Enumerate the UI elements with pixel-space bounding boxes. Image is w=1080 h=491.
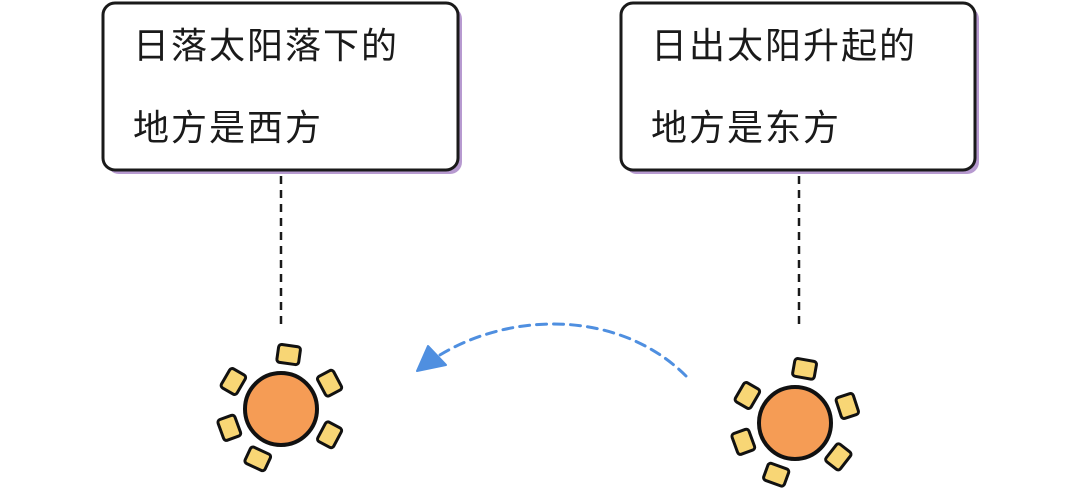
motion-arrow-head (416, 345, 447, 372)
sun-disc (243, 371, 319, 447)
sun-rays (730, 357, 860, 488)
sun-icon (730, 357, 860, 488)
sunset-text-line-1: 日落太阳落下的 (133, 26, 399, 67)
sun-disc (757, 385, 833, 461)
curved-arrow-icon (416, 322, 688, 378)
sun-icon (216, 342, 344, 473)
sunrise-box (619, 1, 977, 172)
sunrise-callout: 日出太阳升起的 地方是东方 (619, 1, 979, 174)
sunset-box (101, 1, 460, 172)
motion-arrow-path (433, 322, 688, 378)
sunrise-text-line-2: 地方是东方 (651, 108, 841, 149)
sunset-callout: 日落太阳落下的 地方是西方 (101, 1, 462, 174)
sunrise-text-line-1: 日出太阳升起的 (651, 26, 917, 67)
sun-rays (216, 342, 344, 473)
sunset-text-line-2: 地方是西方 (133, 108, 323, 149)
